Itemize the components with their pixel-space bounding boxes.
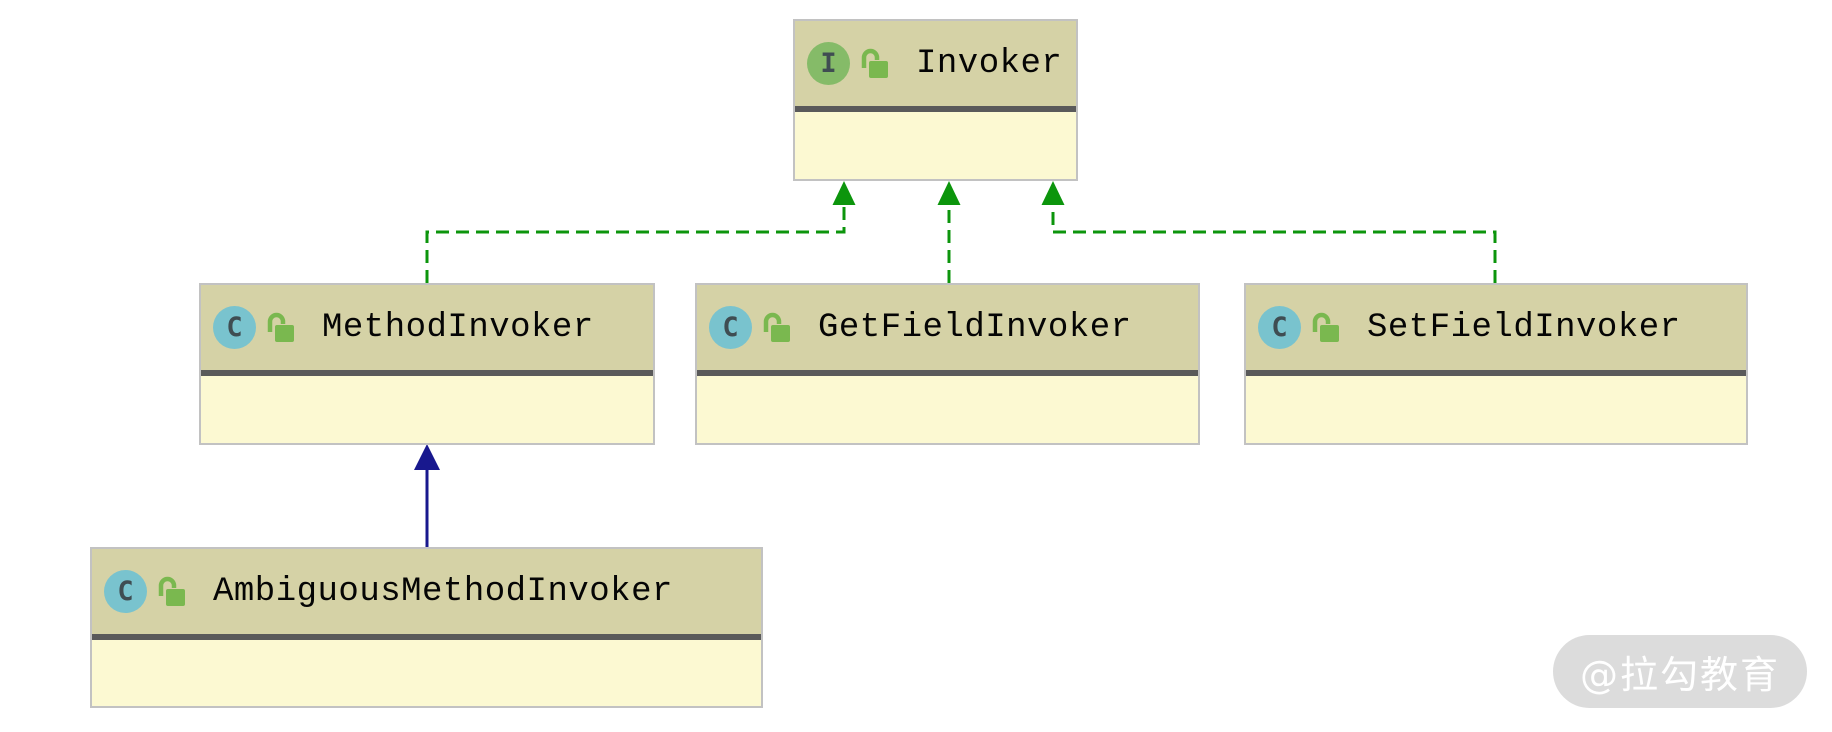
- class-node-setfieldinvoker[interactable]: C SetFieldInvoker: [1244, 283, 1748, 445]
- public-unlocked-icon: [763, 312, 790, 342]
- edge-setfieldinvoker-implements-invoker: [1041, 181, 1497, 283]
- class-icon: C: [709, 306, 752, 349]
- node-members-area: [92, 640, 761, 706]
- extends-arrowhead-icon: [414, 444, 440, 470]
- header-divider: [201, 370, 653, 376]
- node-title: AmbiguousMethodInvoker: [213, 572, 673, 611]
- class-icon: C: [213, 306, 256, 349]
- header-divider: [697, 370, 1198, 376]
- node-members-area: [1246, 376, 1746, 443]
- class-node-ambiguousmethodinvoker[interactable]: C AmbiguousMethodInvoker: [90, 547, 763, 708]
- watermark-badge: @拉勾教育: [1553, 635, 1807, 708]
- node-members-area: [201, 376, 653, 443]
- implements-arrowhead-icon: [937, 181, 961, 205]
- class-node-invoker[interactable]: I Invoker: [793, 19, 1078, 181]
- public-unlocked-icon: [1312, 312, 1339, 342]
- node-title: GetFieldInvoker: [818, 308, 1132, 347]
- implements-arrowhead-icon: [832, 181, 856, 205]
- node-header: C MethodInvoker: [201, 285, 653, 370]
- public-unlocked-icon: [267, 312, 294, 342]
- node-header: I Invoker: [795, 21, 1076, 106]
- node-title: SetFieldInvoker: [1367, 308, 1681, 347]
- node-members-area: [795, 112, 1076, 179]
- header-divider: [795, 106, 1076, 112]
- node-header: C AmbiguousMethodInvoker: [92, 549, 761, 634]
- class-icon: C: [104, 570, 147, 613]
- class-node-getfieldinvoker[interactable]: C GetFieldInvoker: [695, 283, 1200, 445]
- node-members-area: [697, 376, 1198, 443]
- node-header: C GetFieldInvoker: [697, 285, 1198, 370]
- node-title: MethodInvoker: [322, 308, 594, 347]
- edge-ambiguousmethodinvoker-extends-methodinvoker: [414, 444, 440, 547]
- node-title: Invoker: [916, 44, 1063, 83]
- public-unlocked-icon: [861, 48, 888, 78]
- class-node-methodinvoker[interactable]: C MethodInvoker: [199, 283, 655, 445]
- watermark-text: @拉勾教育: [1579, 653, 1780, 697]
- edge-getfieldinvoker-implements-invoker: [937, 181, 961, 283]
- interface-icon: I: [807, 42, 850, 85]
- edge-methodinvoker-implements-invoker: [425, 181, 856, 283]
- class-icon: C: [1258, 306, 1301, 349]
- header-divider: [92, 634, 761, 640]
- header-divider: [1246, 370, 1746, 376]
- implements-arrowhead-icon: [1041, 181, 1065, 205]
- public-unlocked-icon: [158, 576, 185, 606]
- node-header: C SetFieldInvoker: [1246, 285, 1746, 370]
